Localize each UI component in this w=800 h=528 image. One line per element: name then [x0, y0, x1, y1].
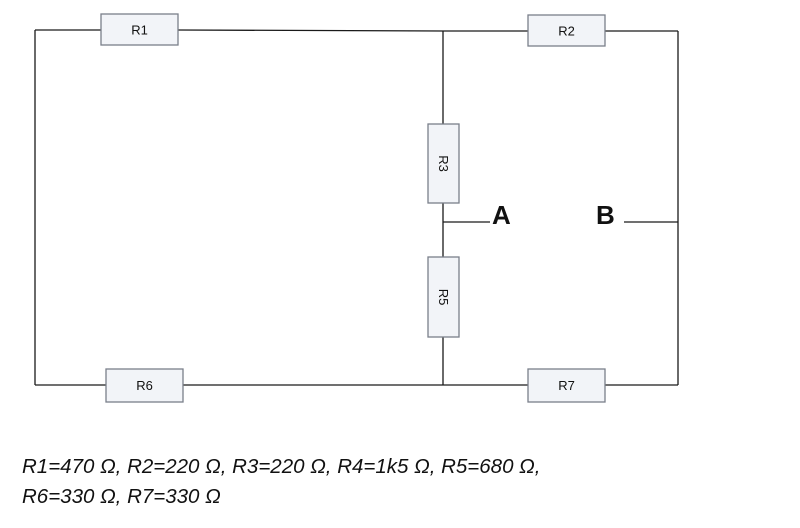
resistor-r6: R6	[105, 368, 184, 403]
resistor-r7: R7	[527, 368, 606, 403]
resistor-r6-label: R6	[136, 378, 153, 393]
resistor-r1-label: R1	[131, 23, 148, 38]
circuit-diagram: R1 R2 R3 R5 R6 R7 A B	[34, 13, 679, 403]
resistor-r5-label: R5	[436, 289, 451, 306]
resistor-values: R1=470 Ω, R2=220 Ω, R3=220 Ω, R4=1k5 Ω, …	[22, 452, 792, 512]
resistor-r5: R5	[427, 256, 460, 338]
resistor-r7-label: R7	[558, 378, 575, 393]
wires	[34, 29, 679, 386]
node-b-label: B	[596, 200, 615, 230]
resistor-r1: R1	[100, 13, 179, 46]
resistor-r3-label: R3	[436, 155, 451, 172]
resistor-r2-label: R2	[558, 24, 575, 39]
resistor-r3: R3	[427, 123, 460, 204]
wire-top-mid	[177, 29, 444, 32]
resistor-values-line-1: R1=470 Ω, R2=220 Ω, R3=220 Ω, R4=1k5 Ω, …	[22, 455, 541, 478]
resistor-values-line-2: R6=330 Ω, R7=330 Ω	[22, 485, 221, 508]
resistor-r2: R2	[527, 14, 606, 47]
node-a-label: A	[492, 200, 511, 230]
